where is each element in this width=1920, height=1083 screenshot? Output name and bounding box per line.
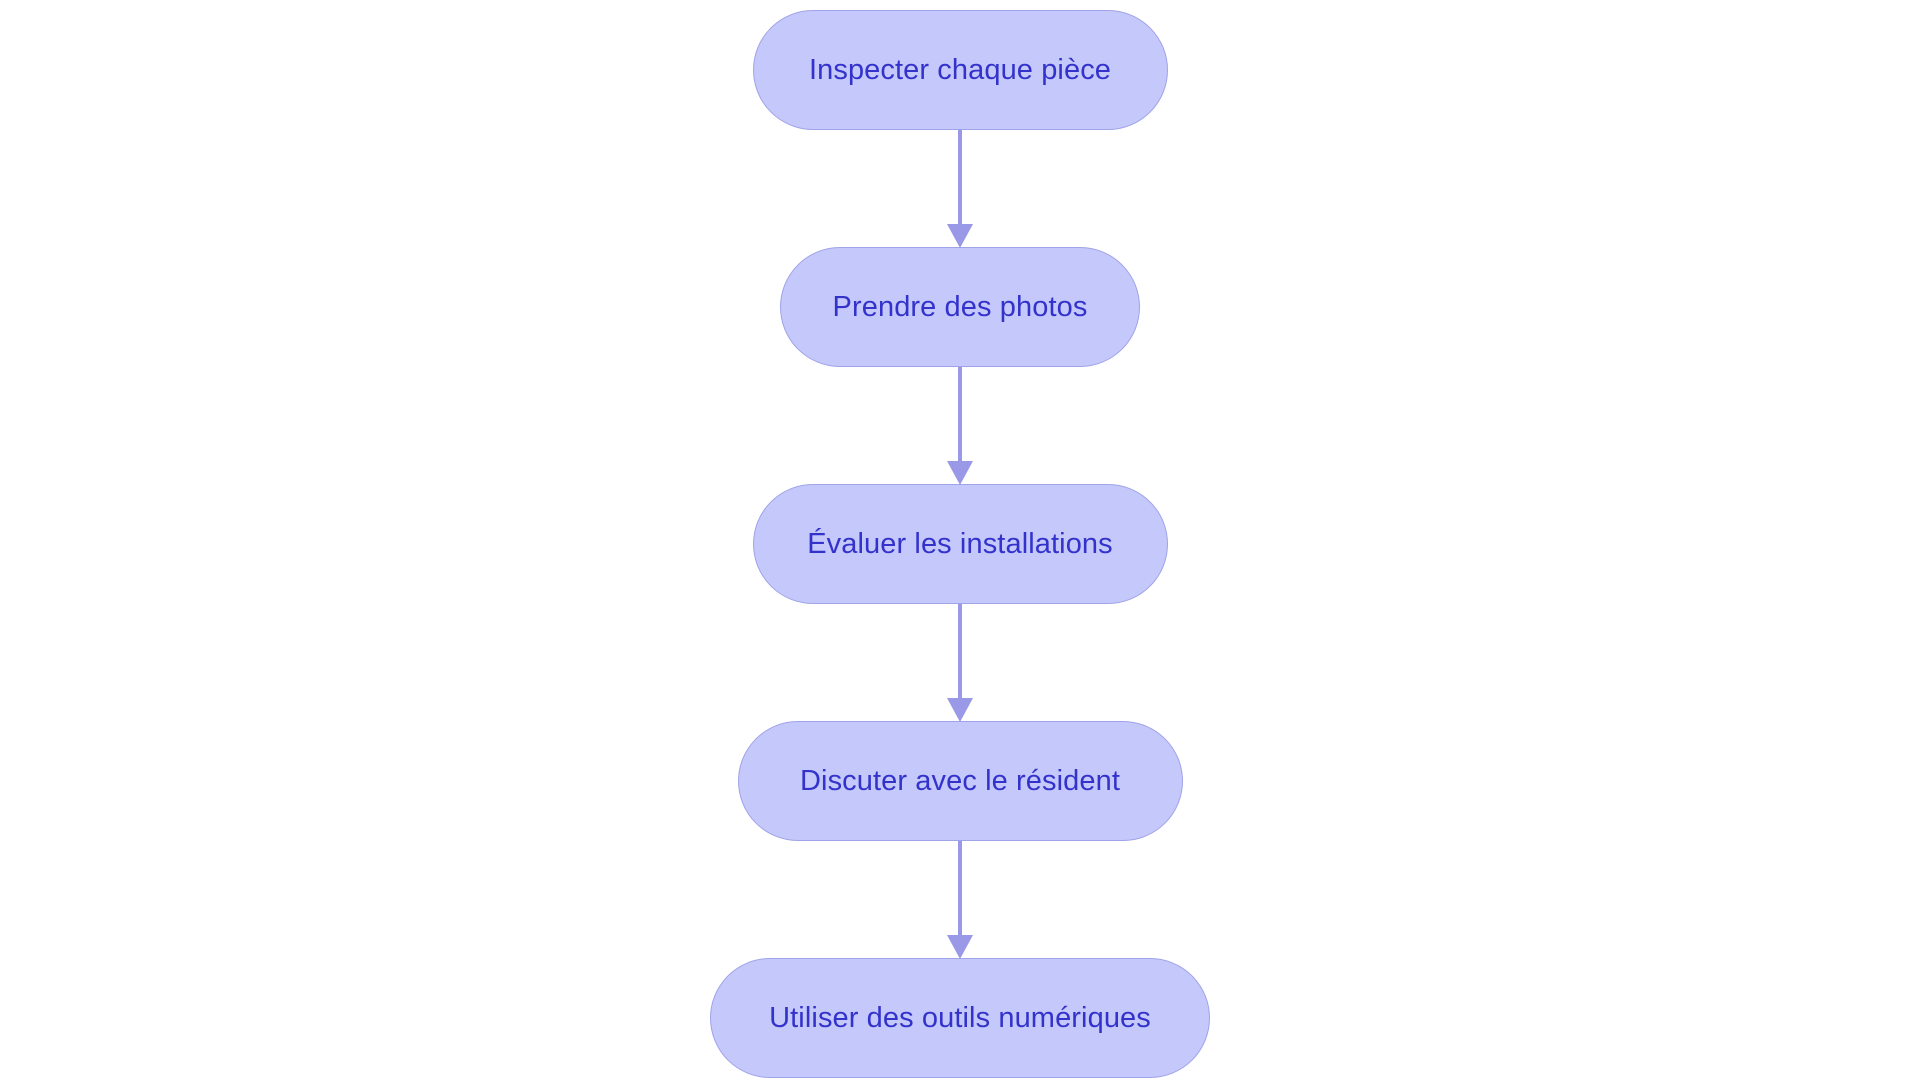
edge-line: [958, 130, 962, 226]
arrow-down-icon: [947, 461, 973, 485]
edge-line: [958, 841, 962, 937]
arrow-down-icon: [947, 224, 973, 248]
flowchart-edge-n2-n3: [940, 367, 980, 485]
edge-line: [958, 604, 962, 700]
flowchart-node-label: Inspecter chaque pièce: [808, 53, 1112, 86]
flowchart-node-label: Utiliser des outils numériques: [769, 1001, 1151, 1034]
flowchart-edge-n1-n2: [940, 130, 980, 248]
flowchart-node-label: Discuter avec le résident: [799, 764, 1121, 797]
arrow-down-icon: [947, 935, 973, 959]
flowchart-node-label: Évaluer les installations: [807, 527, 1113, 560]
flowchart-node-label: Prendre des photos: [832, 290, 1088, 323]
flowchart-node-utiliser-des-outils-numeriques[interactable]: Utiliser des outils numériques: [710, 958, 1210, 1078]
arrow-down-icon: [947, 698, 973, 722]
flowchart-node-evaluer-les-installations[interactable]: Évaluer les installations: [752, 484, 1168, 604]
flowchart-node-discuter-avec-le-resident[interactable]: Discuter avec le résident: [737, 721, 1183, 841]
edge-line: [958, 367, 962, 463]
flowchart-edge-n3-n4: [940, 604, 980, 722]
flowchart-node-inspecter-chaque-piece[interactable]: Inspecter chaque pièce: [752, 10, 1168, 130]
flowchart-node-prendre-des-photos[interactable]: Prendre des photos: [780, 247, 1140, 367]
flowchart-edge-n4-n5: [940, 841, 980, 959]
